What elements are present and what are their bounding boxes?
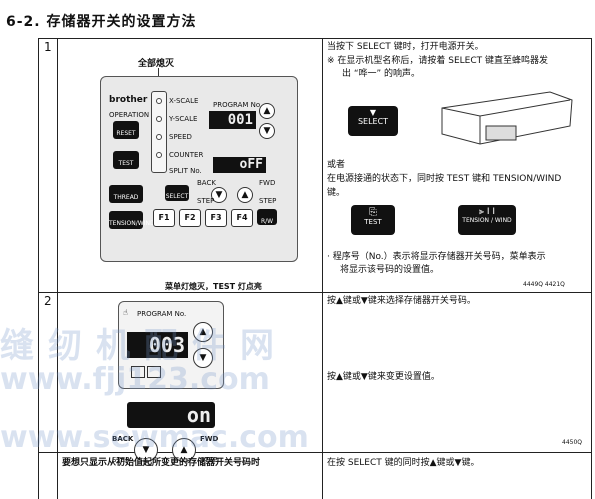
step-number-1: 1 bbox=[44, 40, 52, 54]
f1-button[interactable]: F1 bbox=[153, 209, 175, 227]
setting-value-display: on bbox=[127, 402, 215, 428]
program-no-label: PROGRAM No. bbox=[213, 101, 263, 109]
down-button-2[interactable]: ▼ bbox=[193, 348, 213, 368]
indicator-box-2 bbox=[147, 366, 161, 378]
back-step-button[interactable]: ▼ bbox=[211, 187, 227, 203]
hand-icon: ☝ bbox=[123, 308, 128, 317]
program-panel: ☝ PROGRAM No. 003 ▲ ▼ bbox=[118, 301, 224, 389]
row-divider-1 bbox=[39, 292, 591, 293]
step1-line2: ※ 在显示机型名称后，请按着 SELECT 键直至蜂鸣器发 bbox=[327, 56, 549, 66]
tension-wind-button[interactable]: TENSION/WIND bbox=[109, 211, 155, 229]
led-x-scale bbox=[156, 98, 162, 104]
machine-outline-icon bbox=[441, 91, 573, 145]
tension-key-illustration: ⫸ I I TENSION / WIND bbox=[458, 205, 516, 235]
fwd-label: FWD bbox=[259, 179, 276, 187]
test-button[interactable]: TEST bbox=[113, 151, 139, 169]
step1-line4: 在电源接通的状态下，同时按 TEST 键和 TENSION/WIND bbox=[327, 174, 562, 184]
thread-clamp-button[interactable]: THREAD CLAMP bbox=[109, 185, 143, 227]
fig-id-2: 4450Q bbox=[562, 439, 582, 446]
back-label: BACK bbox=[197, 179, 216, 187]
callout-menu-off: 菜单灯熄灭，TEST 灯点亮 bbox=[165, 282, 262, 291]
y-scale-label: Y-SCALE bbox=[169, 115, 198, 123]
reset-button[interactable]: RESET bbox=[113, 121, 139, 139]
program-number-display-2: 003 bbox=[127, 332, 188, 358]
column-divider-left bbox=[57, 39, 58, 499]
test-key-illustration: ⎘ TEST bbox=[351, 205, 395, 235]
row-divider-2 bbox=[39, 452, 591, 453]
step1-note1: · 程序号（No.）表示将显示存储器开关号码，菜单表示 bbox=[327, 252, 546, 262]
led-counter bbox=[156, 152, 162, 158]
step-number-2: 2 bbox=[44, 294, 52, 308]
fwd-step-button[interactable]: ▲ bbox=[237, 187, 253, 203]
step1-note2: 将显示该号码的设置值。 bbox=[340, 265, 440, 275]
select-key-illustration: ▼ SELECT bbox=[348, 106, 398, 136]
footer-left-text: 要想只显示从初始值起所变更的存储器开关号码时 bbox=[62, 458, 261, 468]
program-no-label-2: PROGRAM No. bbox=[137, 310, 187, 318]
column-divider-mid bbox=[322, 39, 323, 499]
callout-all-off: 全部熄灭 bbox=[138, 59, 175, 69]
back-step-button-2[interactable]: ▼ bbox=[134, 438, 158, 462]
rw-button[interactable]: R/W bbox=[257, 209, 277, 225]
indicator-box-1 bbox=[131, 366, 145, 378]
steps-table bbox=[38, 38, 592, 499]
step2-line1: 按▲键或▼键来选择存储器开关号码。 bbox=[327, 296, 476, 306]
step1-line3: 出 “哗一” 的响声。 bbox=[342, 69, 421, 79]
step2-line2: 按▲键或▼键来变更设置值。 bbox=[327, 372, 440, 382]
select-button[interactable]: SELECT bbox=[165, 185, 189, 201]
up-button[interactable]: ▲ bbox=[259, 103, 275, 119]
counter-label: COUNTER bbox=[169, 151, 204, 159]
program-number-display: 001 bbox=[209, 111, 256, 129]
brand-logo: brother bbox=[109, 95, 148, 105]
fwd-step-button-2[interactable]: ▲ bbox=[172, 438, 196, 462]
operation-label: OPERATION bbox=[109, 111, 150, 119]
f3-button[interactable]: F3 bbox=[205, 209, 227, 227]
back-label-2: BACK bbox=[112, 435, 134, 443]
step1-line1: 当按下 SELECT 键时，打开电源开关。 bbox=[327, 42, 484, 52]
f4-button[interactable]: F4 bbox=[231, 209, 253, 227]
counter-display: oFF bbox=[213, 157, 266, 173]
f2-button[interactable]: F2 bbox=[179, 209, 201, 227]
control-panel: brother OPERATION RESET TEST THREAD CLAM… bbox=[100, 76, 298, 262]
split-label: SPLIT No. bbox=[169, 167, 202, 175]
led-column bbox=[151, 91, 167, 173]
fig-id-1: 4449Q 4421Q bbox=[523, 281, 565, 288]
step-label-2-right: STEP bbox=[200, 456, 218, 464]
fwd-label-2: FWD bbox=[200, 435, 219, 443]
footer-right-text: 在按 SELECT 键的同时按▲键或▼键。 bbox=[327, 458, 480, 468]
led-y-scale bbox=[156, 116, 162, 122]
led-speed bbox=[156, 134, 162, 140]
step-label-right: STEP bbox=[259, 197, 277, 205]
down-button[interactable]: ▼ bbox=[259, 123, 275, 139]
page-heading: 6-2. 存储器开关的设置方法 bbox=[6, 14, 197, 30]
step-label-2-left: STEP bbox=[112, 456, 130, 464]
machine-illustration bbox=[440, 86, 575, 156]
x-scale-label: X-SCALE bbox=[169, 97, 199, 105]
up-button-2[interactable]: ▲ bbox=[193, 322, 213, 342]
step1-line5: 键。 bbox=[327, 188, 346, 198]
or-label: 或者 bbox=[327, 160, 346, 170]
step-label-left: STEP bbox=[197, 197, 215, 205]
speed-label: SPEED bbox=[169, 133, 192, 141]
